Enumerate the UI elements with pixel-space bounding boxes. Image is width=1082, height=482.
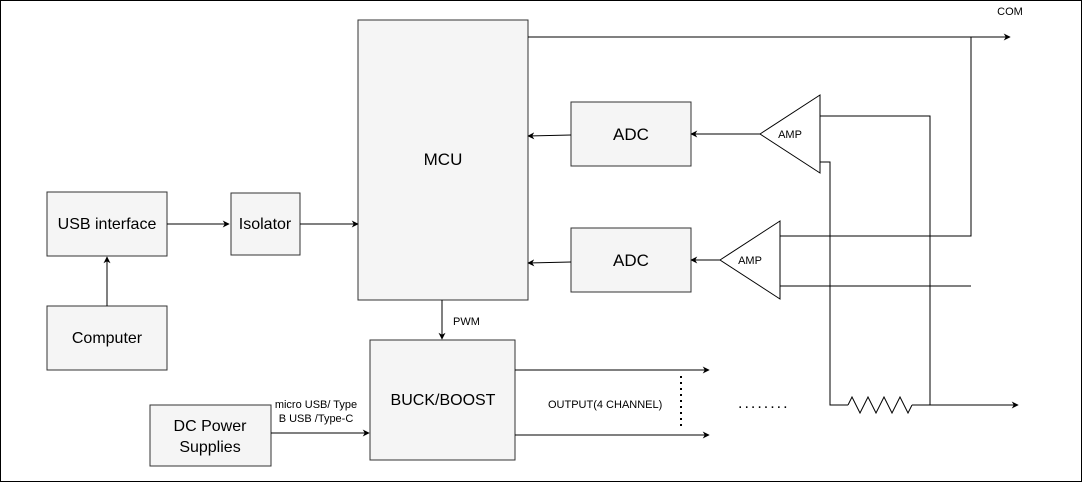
usb-interface-block[interactable]: USB interface — [46, 191, 168, 257]
adc-bottom-label: ADC — [613, 251, 649, 270]
micro-usb-label-line1: micro USB/ Type — [275, 399, 357, 411]
buck-boost-block[interactable]: BUCK/BOOST — [369, 339, 516, 461]
continuation-dots: ........ — [738, 395, 790, 412]
dc-power-block[interactable]: DC Power Supplies — [149, 404, 272, 467]
micro-usb-label-line2: B USB /Type-C — [279, 413, 354, 425]
isolator-label: Isolator — [239, 216, 292, 233]
amp-top-input-upper — [820, 115, 931, 405]
adc-top-to-mcu-arrow — [527, 132, 572, 140]
adc-bottom-to-mcu-arrow — [527, 259, 572, 267]
amp-top-label: AMP — [778, 129, 802, 141]
computer-block[interactable]: Computer — [46, 305, 168, 371]
isolator-block[interactable]: Isolator — [230, 192, 301, 256]
com-to-amp-bottom-line — [780, 37, 972, 237]
connections — [103, 33, 1019, 439]
amp-top-triangle[interactable]: AMP — [759, 94, 821, 174]
computer-label: Computer — [72, 330, 143, 347]
mcu-block[interactable]: MCU — [357, 19, 529, 301]
amp-bottom-label: AMP — [738, 255, 762, 267]
buck-boost-label: BUCK/BOOST — [391, 392, 496, 409]
com-label: COM — [997, 6, 1023, 18]
dc-power-label-line1: DC Power — [174, 418, 248, 435]
mcu-label: MCU — [424, 150, 463, 169]
amp-bottom-triangle[interactable]: AMP — [719, 220, 781, 300]
dc-power-label-line2: Supplies — [179, 439, 240, 456]
amp-top-input-lower — [820, 161, 848, 406]
output-channel-label: OUTPUT(4 CHANNEL) — [548, 399, 662, 411]
usb-interface-label: USB interface — [58, 216, 157, 233]
shunt-resistor — [847, 395, 913, 415]
adc-top-block[interactable]: ADC — [570, 101, 692, 167]
adc-bottom-block[interactable]: ADC — [570, 227, 692, 293]
pwm-label: PWM — [453, 316, 480, 328]
adc-top-label: ADC — [613, 125, 649, 144]
